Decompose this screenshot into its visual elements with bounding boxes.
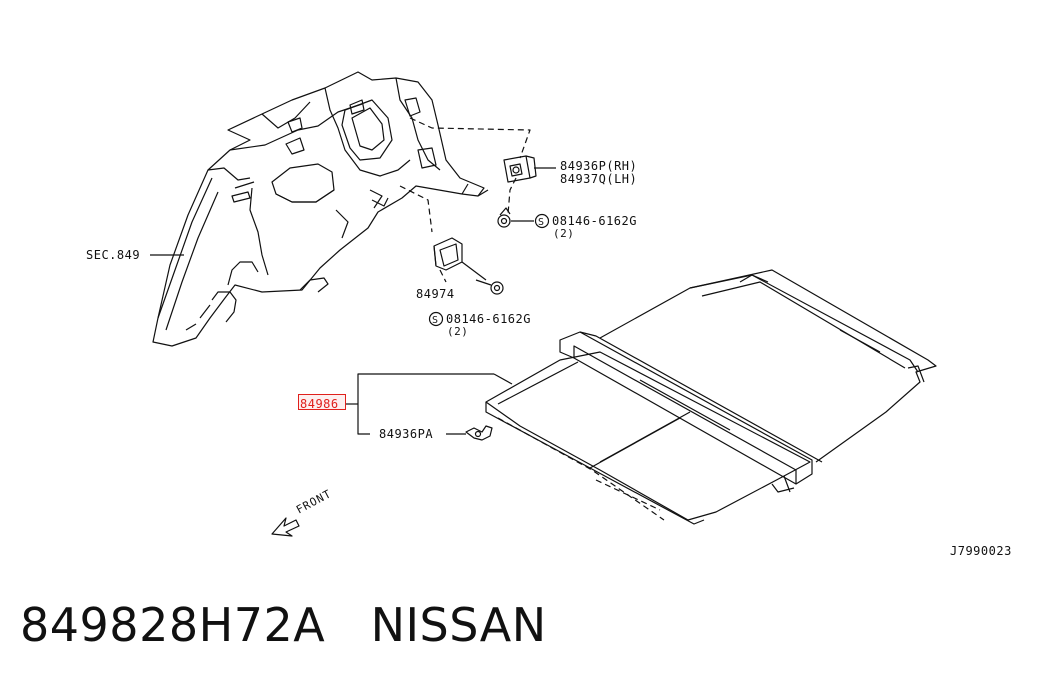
label-bolt-mid: 08146-6162G bbox=[446, 312, 531, 326]
diagram-code: J7990023 bbox=[950, 544, 1012, 558]
label-bolt-top: 08146-6162G bbox=[552, 214, 637, 228]
label-84974: 84974 bbox=[416, 287, 455, 301]
label-84936pa: 84936PA bbox=[379, 427, 434, 441]
label-84937q-lh: 84937Q(LH) bbox=[560, 172, 638, 186]
caption-part-number: 849828H72A bbox=[20, 598, 326, 652]
label-bolt-top-qty: (2) bbox=[553, 227, 575, 240]
bolt-top bbox=[497, 207, 550, 229]
bolt-mid bbox=[428, 279, 504, 327]
label-bolt-mid-qty: (2) bbox=[447, 325, 469, 338]
clip-84974 bbox=[433, 237, 463, 271]
front-arrow bbox=[271, 517, 300, 537]
side-trim-panel bbox=[152, 71, 489, 347]
screw-symbol-top: S bbox=[538, 217, 544, 228]
label-84936p-rh: 84936P(RH) bbox=[560, 159, 638, 173]
label-sec-849: SEC.849 bbox=[86, 248, 141, 262]
label-84986: 84986 bbox=[300, 397, 339, 411]
caption-brand: NISSAN bbox=[370, 598, 547, 652]
luggage-board bbox=[485, 269, 937, 525]
screw-symbol-mid: S bbox=[432, 315, 438, 326]
bracket-84936p bbox=[503, 155, 537, 183]
clip-84936pa bbox=[465, 425, 493, 441]
caption: 849828H72A NISSAN bbox=[20, 598, 547, 652]
highlighted-part-label[interactable]: 84986 bbox=[298, 394, 346, 411]
